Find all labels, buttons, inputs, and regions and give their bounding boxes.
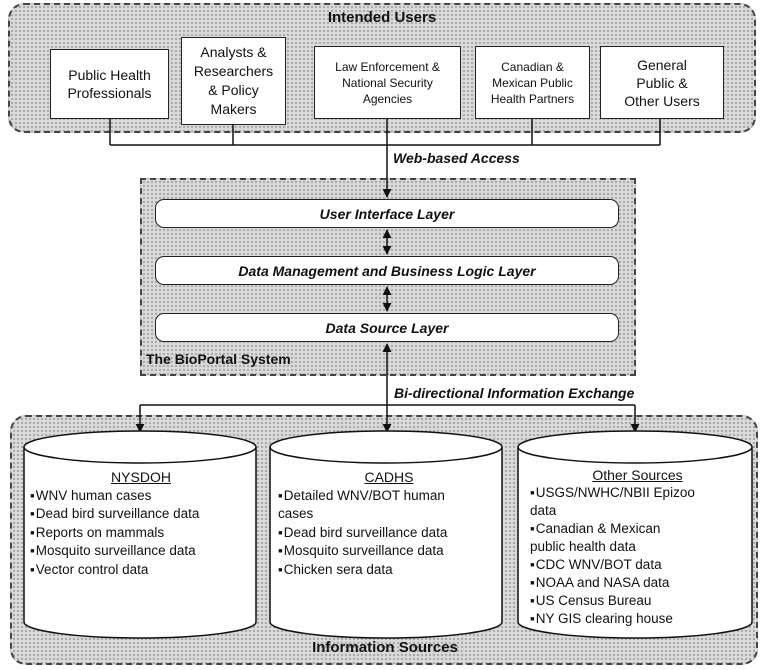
web-access-label: Web-based Access	[393, 150, 520, 166]
list-item: Detailed WNV/BOT human	[278, 487, 500, 506]
list-item: CDC WNV/BOT data	[530, 556, 745, 574]
list-item: Mosquito surveillance data	[278, 542, 500, 561]
list-item-continuation: cases	[278, 506, 314, 521]
user-interface-layer: User Interface Layer	[155, 199, 619, 228]
list-item: Dead bird surveillance data	[278, 524, 500, 543]
list-item: Chicken sera data	[278, 561, 500, 580]
exchange-label: Bi-directional Information Exchange	[394, 385, 635, 401]
nysdoh-title: NYSDOH	[111, 469, 171, 485]
list-item: USGS/NWHC/NBII Epizoo	[530, 484, 745, 502]
list-item: Dead bird surveillance data	[30, 505, 252, 524]
list-item: WNV human cases	[30, 487, 252, 506]
data-source-layer: Data Source Layer	[155, 313, 619, 342]
list-item: Mosquito surveillance data	[30, 542, 252, 561]
list-item: NY GIS clearing house	[530, 610, 745, 628]
bioportal-title: The BioPortal System	[146, 351, 291, 367]
information-sources-title: Information Sources	[312, 639, 458, 656]
list-item: Vector control data	[30, 561, 252, 580]
intended-users-title: Intended Users	[327, 9, 437, 26]
list-item: Reports on mammals	[30, 524, 252, 543]
other-sources-title: Other Sources	[592, 467, 683, 483]
data-management-layer: Data Management and Business Logic Layer	[155, 256, 619, 285]
cadhs-title: CADHS	[364, 469, 414, 485]
list-item-continuation: data	[530, 503, 557, 518]
cadhs-database: CADHS Detailed WNV/BOT human cases Dead …	[278, 468, 500, 579]
list-item-continuation: public health data	[530, 539, 636, 554]
nysdoh-database: NYSDOH WNV human cases Dead bird surveil…	[30, 468, 252, 579]
list-item: Canadian & Mexican	[530, 520, 745, 538]
other-sources-database: Other Sources USGS/NWHC/NBII Epizoo data…	[530, 466, 745, 628]
list-item: NOAA and NASA data	[530, 574, 745, 592]
list-item: US Census Bureau	[530, 592, 745, 610]
